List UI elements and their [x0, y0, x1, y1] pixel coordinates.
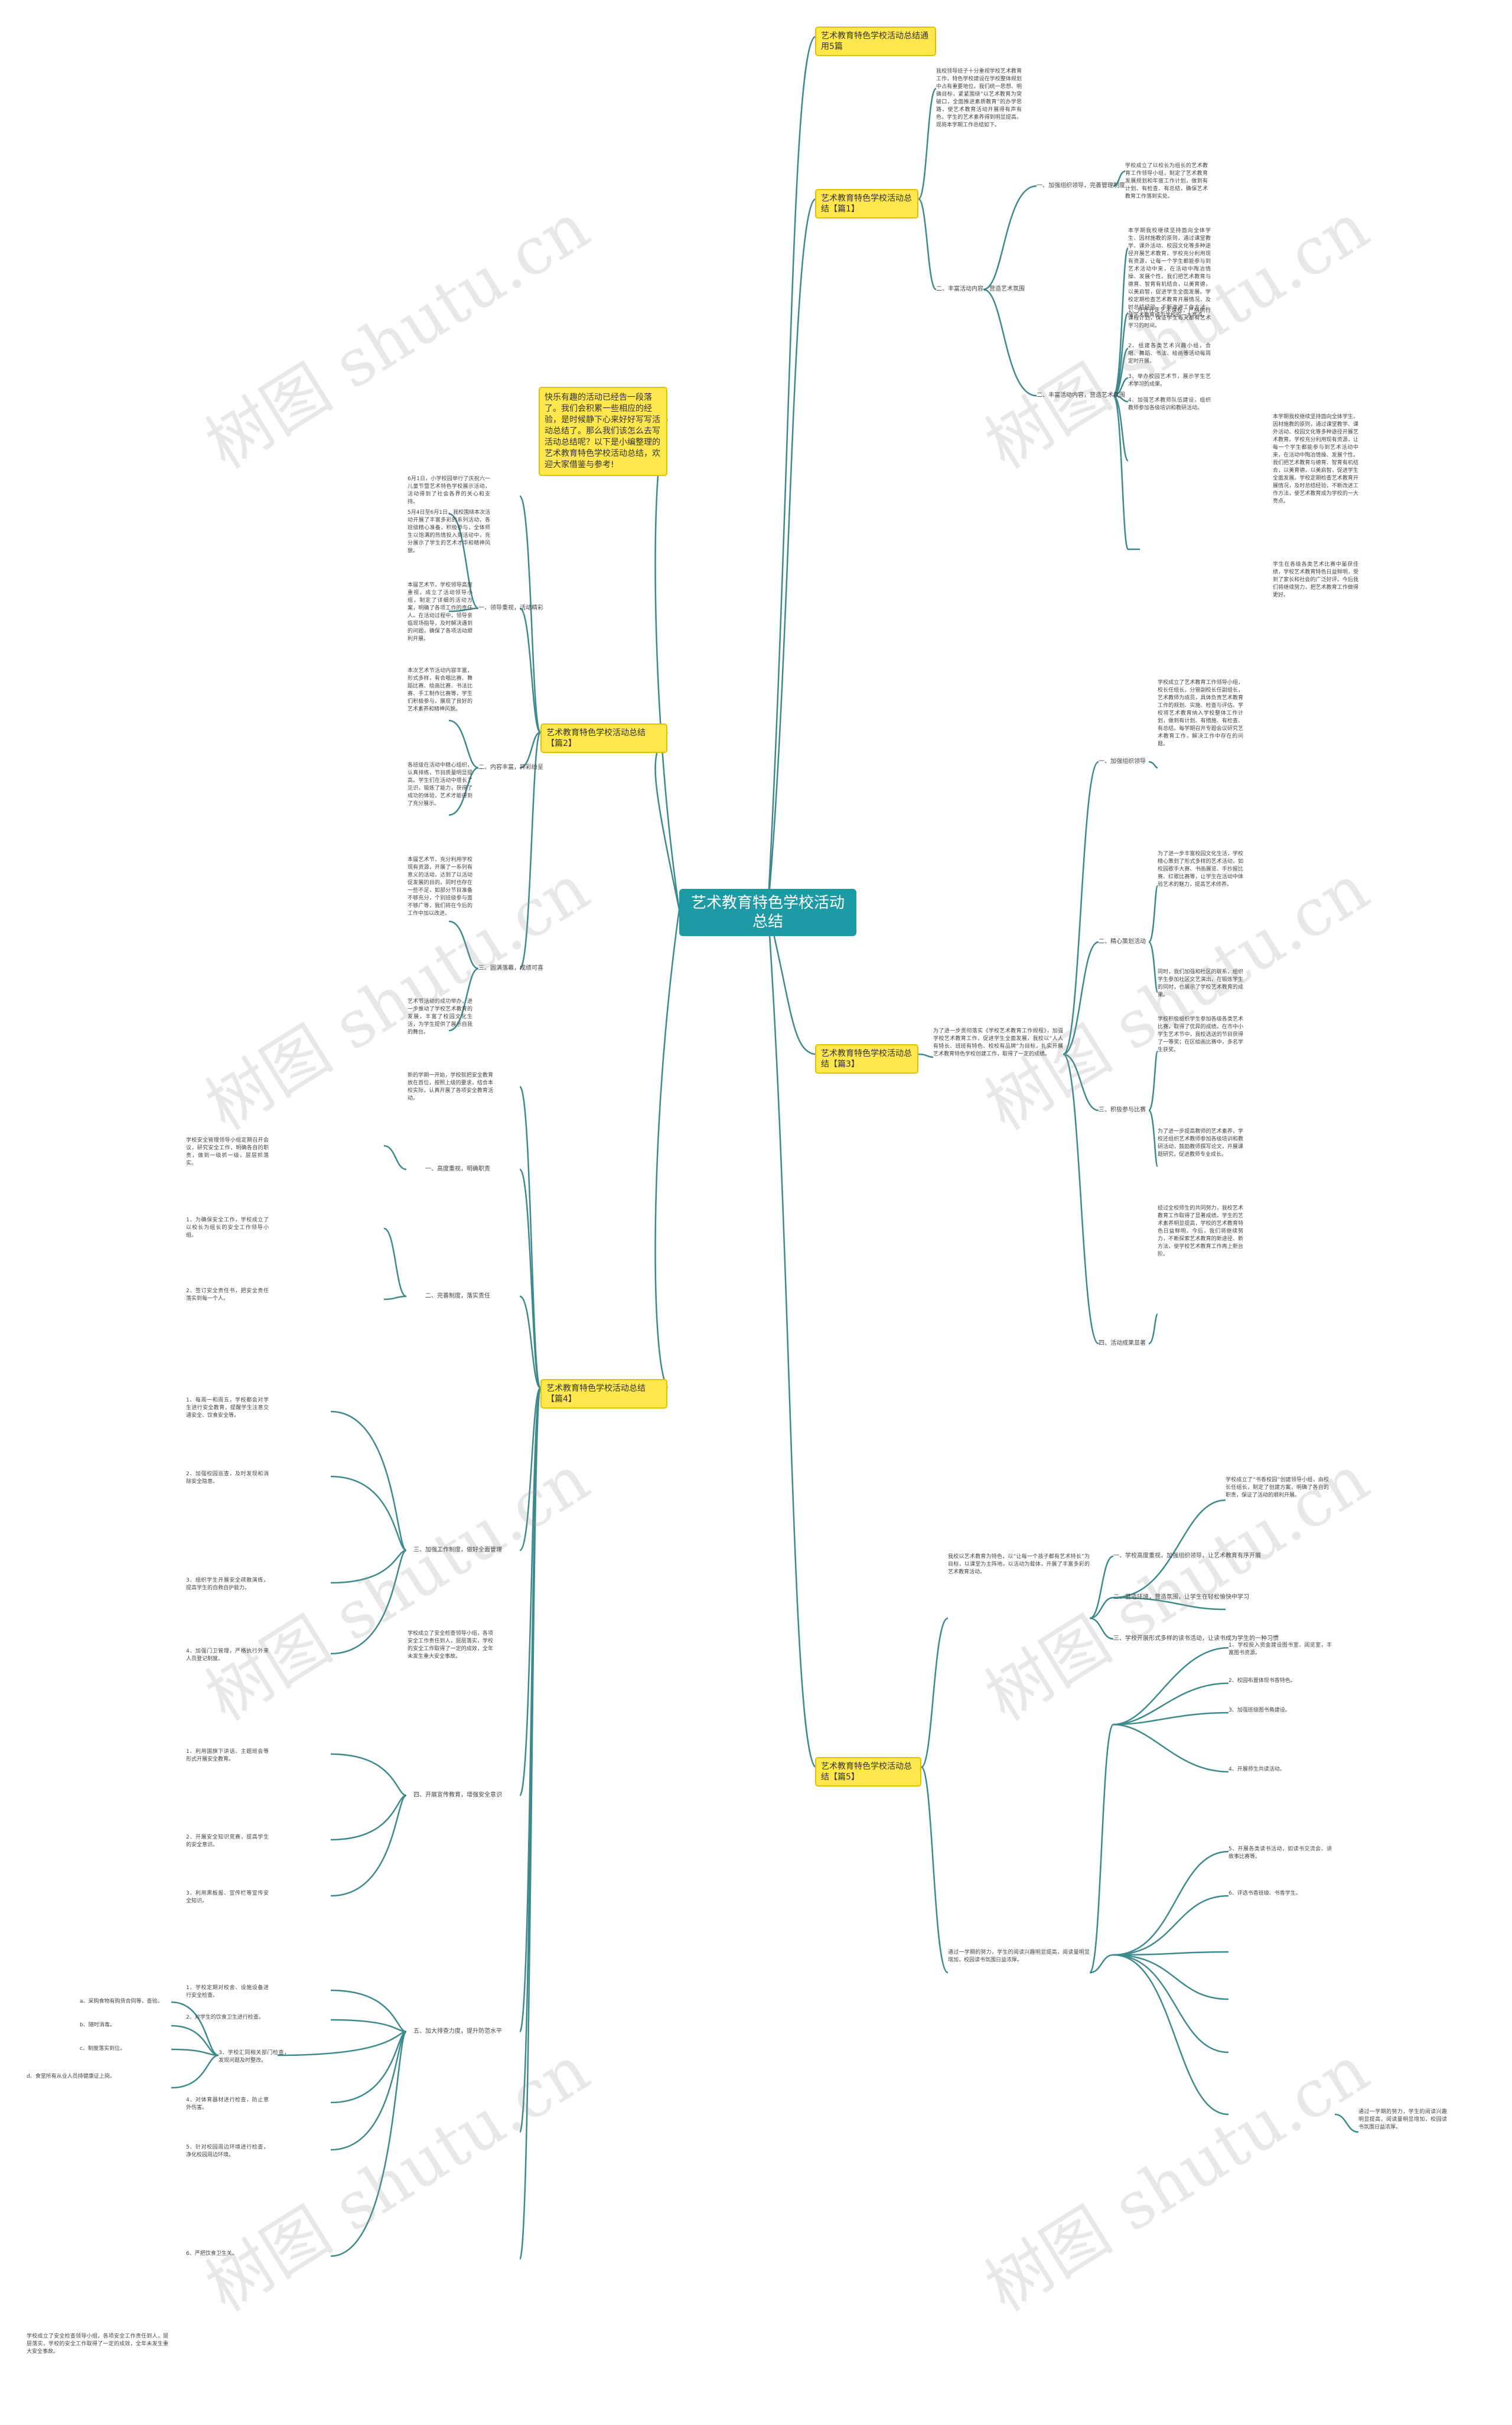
b3-intro-text: 6月1日，小学校园举行了庆祝六一儿童节暨艺术特色学校展示活动，活动得到了社会各界…: [408, 476, 490, 505]
b2-sub-label: 二、丰富活动内容，营造艺术氛围: [936, 286, 1025, 292]
b6-s2-label: 二、营造环境，营造氛围，让学生在轻松愉快中学习: [1113, 1594, 1249, 1601]
b5-sec5-item-2: 2、对学生的饮食卫生进行检查。: [186, 2015, 264, 2020]
b2-sec1-label: 一、加强组织领导，完善管理制度: [1037, 182, 1125, 189]
b5-sec4-item-2: 2、开展安全知识竞赛，提高学生的安全意识。: [186, 1834, 269, 1848]
b6-item-1: 1、学校投入资金建设图书室、阅览室，丰富图书资源。: [1228, 1642, 1332, 1656]
b2-intro-text: 我校领导班子十分重视学校艺术教育工作，特色学校建设在学校整体规划中占有重要地位。…: [936, 69, 1022, 128]
b3-para-4: 本次艺术节活动内容丰富，形式多样，有合唱比赛、舞蹈比赛、绘画比赛、书法比赛、手工…: [408, 668, 472, 712]
b4-sec2-label: 二、精心策划活动: [1099, 938, 1146, 945]
b5-sec2-label: 二、完善制度，落实责任: [425, 1293, 490, 1299]
b4-sec2-text: 为了进一步丰富校园文化生活，学校精心策划了形式多样的艺术活动，如校园歌手大赛、书…: [1158, 851, 1243, 888]
b4-sec4-text: 经过全校师生的共同努力，我校艺术教育工作取得了显著成绩。学生的艺术素养明显提高，…: [1158, 1205, 1243, 1257]
b4-sec1-text: 学校成立了艺术教育工作领导小组，校长任组长，分管副校长任副组长，艺术教师为成员，…: [1158, 680, 1243, 747]
b5-sec5-item-5: 5、针对校园周边环境进行检查，净化校园周边环境。: [186, 2144, 269, 2158]
branch-topic-2[interactable]: 艺术教育特色学校活动总结【篇1】: [815, 189, 918, 219]
branch-topic-1[interactable]: 艺术教育特色学校活动总结通用5篇: [815, 27, 936, 56]
b5-sec2-item-2: 2、签订安全责任书，把安全责任落实到每一个人。: [186, 1288, 269, 1302]
b6-item-5: 5、开展各类读书活动，如读书交流会、讲故事比赛等。: [1228, 1846, 1332, 1860]
b3-sec3-label: 三、圆满落幕，成绩可喜: [478, 965, 543, 972]
central-topic[interactable]: 艺术教育特色学校活动总结: [679, 889, 856, 936]
b2-item-4: 4、加强艺术教师队伍建设，组织教师参加各级培训和教研活动。: [1128, 397, 1211, 411]
branch-topic-4[interactable]: 艺术教育特色学校活动总结【篇3】: [815, 1044, 918, 1074]
b6-item-3: 3、加强班级图书角建设。: [1228, 1707, 1291, 1713]
b5-bottom-text: 学校成立了安全检查领导小组，各项安全工作责任到人，层层落实，学校的安全工作取得了…: [408, 1631, 493, 1660]
b5-sec5-item-3: 3、学校汇同相关部门检查，发现问题及时整改。: [219, 2050, 289, 2064]
b5-sec5-item-1: 1、学校定期对校舍、设施设备进行安全检查。: [186, 1985, 269, 1999]
b2-item-2: 2、组建各类艺术兴趣小组，合唱、舞蹈、书法、绘画等活动每周定时开展。: [1128, 343, 1211, 364]
b5-sec2-item-1: 1、为确保安全工作，学校成立了以校长为组长的安全工作领导小组。: [186, 1217, 269, 1238]
b5-sec5-item-4: 4、对体育器材进行检查，防止意外伤害。: [186, 2097, 269, 2111]
b3-para-6: 本届艺术节，充分利用学校现有资源，开展了一系列有意义的活动，达到了以活动促发展的…: [408, 857, 472, 917]
b5-sec5-item-6: 6、严把饮食卫生关。: [186, 2251, 237, 2257]
b5-intro-text: 新的学期一开始，学校就把安全教育放在首位，按照上级的要求，结合本校实际，认真开展…: [408, 1073, 493, 1101]
b4-sec4-label: 四、活动成果显著: [1099, 1340, 1146, 1347]
b4-intro-text: 为了进一步贯彻落实《学校艺术教育工作规程》，加强学校艺术教育工作，促进学生全面发…: [933, 1028, 1063, 1057]
b5-sec4-label: 四、开展宣传教育，增强安全意识: [413, 1792, 502, 1798]
b5-sec3-item-4: 4、加强门卫管理，严格执行外来人员登记制度。: [186, 1648, 269, 1662]
b6-s3-label: 三、学校开展形式多样的读书活动，让读书成为学生的一种习惯: [1113, 1635, 1279, 1642]
b5-sec5-label: 五、加大排查力度，提升防范水平: [413, 2028, 502, 2035]
b5-sec3-item-1: 1、每周一和周五，学校都会对学生进行安全教育，提醒学生注意交通安全、饮食安全等。: [186, 1397, 269, 1419]
b3-sec2-text: 各班级在活动中精心组织，认真排练，节目质量明显提高。学生们在活动中增长了见识，锻…: [408, 762, 472, 807]
branch-topic-5[interactable]: 艺术教育特色学校活动总结【篇4】: [540, 1379, 667, 1409]
b5-footer-text: 学校成立了安全检查领导小组，各项安全工作责任到人，层层落实，学校的安全工作取得了…: [27, 2333, 168, 2355]
b4-sec2-text-2: 同时，我们加强和社区的联系，组织学生参加社区文艺演出，在锻炼学生的同时，也展示了…: [1158, 969, 1243, 998]
b3-sec1-text: 本届艺术节，学校领导高度重视，成立了活动领导小组，制定了详细的活动方案，明确了各…: [408, 582, 472, 642]
b5-sub-b: b、随时消毒。: [80, 2022, 115, 2028]
b5-sec3-item-2: 2、加强校园巡查，及时发现和消除安全隐患。: [186, 1471, 269, 1485]
b5-sub-c: c、制度落实到位。: [80, 2046, 125, 2052]
branch-topic-6[interactable]: 艺术教育特色学校活动总结【篇5】: [815, 1757, 921, 1787]
b3-sec3-text: 艺术节活动的成功举办，进一步推动了学校艺术教育的发展，丰富了校园文化生活，为学生…: [408, 999, 472, 1035]
b4-sec1-label: 一、加强组织领导: [1099, 758, 1146, 765]
b3-sec1-label: 一、领导重视，活动精彩: [478, 605, 543, 611]
b2-long-text: 本学期我校继续坚持面向全体学生、因材施教的原则，通过课堂教学、课外活动、校园文化…: [1128, 228, 1211, 318]
b5-sec1-label: 一、高度重视，明确职责: [425, 1166, 490, 1172]
b5-sub-d: d、食堂所有从业人员持健康证上岗。: [27, 2074, 115, 2079]
b5-sub-a: a、采购食物有购货合同等，查验。: [80, 1999, 163, 2004]
branch-topic-3[interactable]: 艺术教育特色学校活动总结【篇2】: [540, 723, 667, 753]
b6-s1-label: 一、学校高度重视，加强组织领导，让艺术教育有序开展: [1113, 1553, 1261, 1559]
b6-s1-text: 学校成立了“书香校园”创建领导小组，由校长任组长，制定了创建方案，明确了各自的职…: [1226, 1477, 1329, 1498]
b4-sec3-text: 学校积极组织学生参加各级各类艺术比赛，取得了优异的成绩。在市中小学生艺术节中，我…: [1158, 1016, 1243, 1053]
b4-sec3-label: 三、积极参与比赛: [1099, 1107, 1146, 1113]
b2-sec1-text: 学校成立了以校长为组长的艺术教育工作领导小组，制定了艺术教育发展规划和年度工作计…: [1125, 163, 1208, 200]
b6-item-2: 2、校园布置体现书香特色。: [1228, 1678, 1296, 1684]
b2-item-3: 3、举办校园艺术节，展示学生艺术学习的成果。: [1128, 374, 1211, 387]
b2-sec2-label: 二、丰富活动内容，营造艺术氛围: [1037, 392, 1125, 399]
b5-sec4-item-3: 3、利用黑板报、宣传栏等宣传安全知识。: [186, 1891, 269, 1904]
b2-item-1: 1、开齐开足艺术课程，严格执行课程计划，保证学生每天都有艺术学习的时间。: [1128, 308, 1211, 329]
b2-side-text-2: 学生在各级各类艺术比赛中屡获佳绩，学校艺术教育特色日益鲜明，受到了家长和社会的广…: [1273, 562, 1358, 598]
b3-para-2: 5月4日至6月1日，我校围绕本次活动开展了丰富多彩的系列活动，各班级精心准备，积…: [408, 510, 490, 554]
b6-conclusion-text: 通过一学期的努力，学生的阅读兴趣明显提高，阅读量明显增加，校园读书氛围日益浓厚。: [948, 1950, 1090, 1963]
b2-side-text: 本学期我校继续坚持面向全体学生、因材施教的原则，通过课堂教学、课外活动、校园文化…: [1273, 414, 1358, 504]
b6-intro-text: 我校以艺术教育为特色，以“让每一个孩子都有艺术特长”为目标，以课堂为主阵地，以活…: [948, 1554, 1090, 1575]
b6-item-4: 4、开展师生共读活动。: [1228, 1766, 1285, 1772]
b3-sec2-label: 二、内容丰富，异彩纷呈: [478, 764, 543, 771]
b5-sec1-text: 学校安全管理领导小组定期召开会议，研究安全工作，明确各自的职责，做到一级抓一级，…: [186, 1137, 269, 1166]
b5-sec4-item-1: 1、利用国旗下讲话、主题班会等形式开展安全教育。: [186, 1749, 269, 1762]
b6-side-text: 通过一学期的努力，学生的阅读兴趣明显提高，阅读量明显增加，校园读书氛围日益浓厚。: [1358, 2109, 1447, 2130]
b5-sec3-label: 三、加强工作制度，做好全面管理: [413, 1547, 502, 1553]
intro-note: 快乐有趣的活动已经告一段落了。我们会积累一些相应的经验，是时候静下心来好好写写活…: [539, 387, 667, 476]
b4-sec3-text-2: 为了进一步提高教师的艺术素养，学校还组织艺术教师参加各级培训和教研活动，鼓励教师…: [1158, 1129, 1243, 1158]
b5-sec3-item-3: 3、组织学生开展安全疏散演练，提高学生的自救自护能力。: [186, 1577, 269, 1591]
b6-item-6: 6、评选书香班级、书香学生。: [1228, 1891, 1301, 1896]
